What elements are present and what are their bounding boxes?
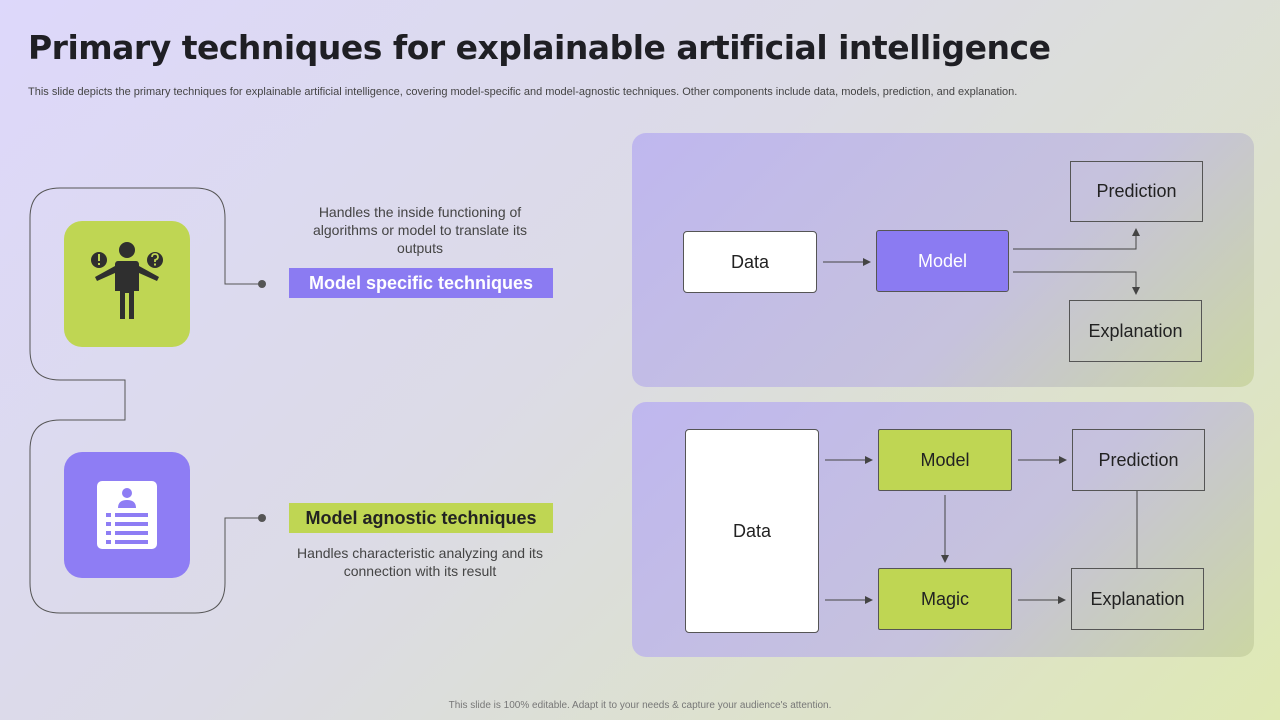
specific-model-node: Model: [876, 230, 1009, 292]
agnostic-prediction-node: Prediction: [1072, 429, 1205, 491]
connector-dot-top: [258, 280, 266, 288]
connector-dot-bottom: [258, 514, 266, 522]
model-specific-label: Model specific techniques: [289, 268, 553, 298]
model-specific-icon-tile: [64, 221, 190, 347]
specific-explanation-node: Explanation: [1069, 300, 1202, 362]
model-agnostic-icon-tile: [64, 452, 190, 578]
page-subtitle: This slide depicts the primary technique…: [28, 86, 1018, 98]
specific-data-node: Data: [683, 231, 817, 293]
slide-footer: This slide is 100% editable. Adapt it to…: [448, 700, 832, 711]
model-agnostic-description: Handles characteristic analyzing and its…: [297, 545, 543, 579]
agnostic-model-node: Model: [878, 429, 1012, 491]
agnostic-explanation-node: Explanation: [1071, 568, 1204, 630]
person-questions-icon: [91, 242, 163, 319]
model-specific-description: Handles the inside functioning of algori…: [313, 204, 527, 256]
agnostic-data-node: Data: [685, 429, 819, 633]
page-title: Primary techniques for explainable artif…: [28, 28, 1051, 67]
model-agnostic-label: Model agnostic techniques: [289, 503, 553, 533]
profile-document-icon: [97, 481, 157, 549]
agnostic-magic-node: Magic: [878, 568, 1012, 630]
connector-line: [29, 187, 266, 614]
specific-prediction-node: Prediction: [1070, 161, 1203, 222]
